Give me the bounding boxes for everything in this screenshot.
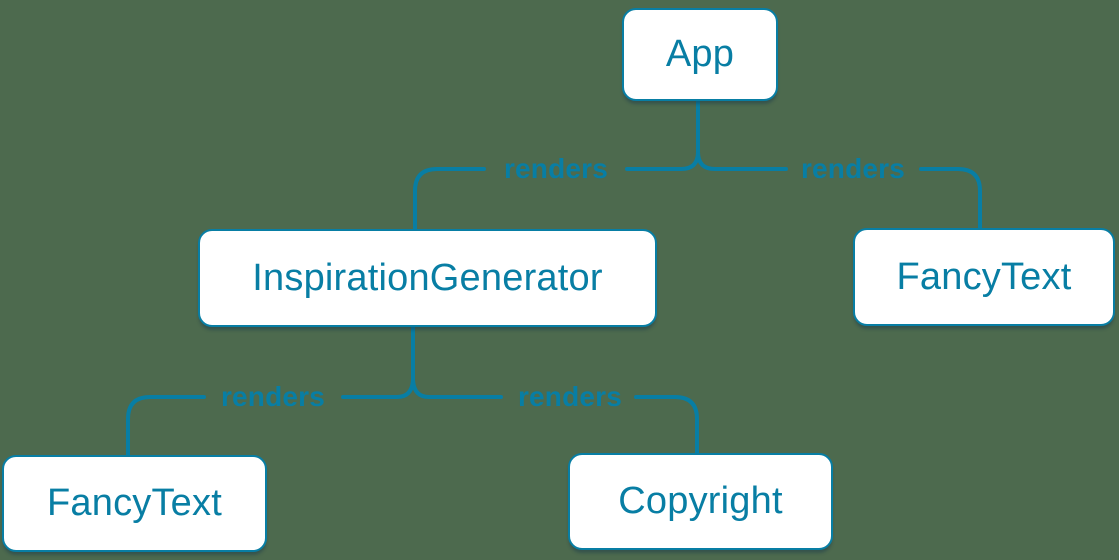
- connector-inspiration-generator-branches: [126, 325, 699, 457]
- edge-label-renders-inspiration-fancytext: renders: [220, 381, 326, 412]
- node-app: App: [622, 8, 778, 101]
- node-fancytext-bottom: FancyText: [2, 455, 267, 552]
- edge-label-renders-app-inspiration: renders: [503, 153, 609, 184]
- node-fancytext-top: FancyText: [853, 228, 1115, 326]
- node-copyright: Copyright: [568, 453, 833, 550]
- edge-label-renders-inspiration-copyright: renders: [517, 381, 623, 412]
- connector-app-branches: [413, 99, 982, 231]
- node-inspiration-generator: InspirationGenerator: [198, 229, 657, 327]
- edge-label-renders-app-fancytext: renders: [800, 153, 906, 184]
